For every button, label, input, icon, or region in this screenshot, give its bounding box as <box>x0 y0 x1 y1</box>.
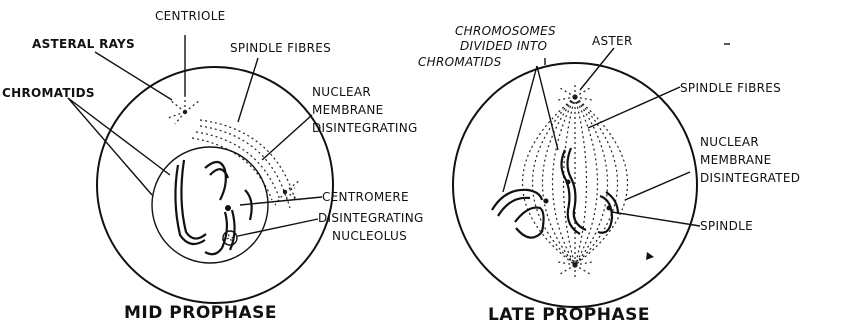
label-chromatids: CHROMATIDS <box>2 86 95 100</box>
label-chromosomes-1: CHROMOSOMES <box>455 24 556 38</box>
leader-chromatids-b <box>68 98 152 195</box>
label-nuclear-membrane-late-2: MEMBRANE <box>700 153 772 167</box>
label-nuclear-membrane-mid-2: MEMBRANE <box>312 103 384 117</box>
label-centriole: CENTRIOLE <box>155 9 226 23</box>
leader-nucleolus <box>238 219 318 236</box>
leader-spindle <box>612 212 700 226</box>
label-nuclear-membrane-mid-1: NUCLEAR <box>312 85 371 99</box>
leader-aster <box>580 48 614 90</box>
label-spindle-fibres-late: SPINDLE FIBRES <box>680 81 781 95</box>
late-upper-aster <box>558 82 592 100</box>
leader-nuclear-membrane-late <box>625 172 690 200</box>
late-prophase-figure: CHROMOSOMES DIVIDED INTO CHROMATIDS ASTE… <box>418 24 800 325</box>
mid-cell-membrane <box>97 67 333 303</box>
label-nuclear-membrane-mid-3: DISINTEGRATING <box>312 121 418 135</box>
mid-chromatid-pair <box>175 160 251 254</box>
label-disintegrating-nucleolus-2: NUCLEOLUS <box>332 229 407 243</box>
leader-chromosomes-b <box>537 66 558 150</box>
scan-mark <box>646 252 654 260</box>
label-chromosomes-3: CHROMATIDS <box>418 55 502 69</box>
leader-nuclear-membrane-mid <box>262 115 312 160</box>
late-spindle <box>523 97 628 265</box>
leader-spindle-fibres-late <box>588 87 680 128</box>
label-asteral-rays: ASTERAL RAYS <box>32 37 135 51</box>
mid-upper-aster <box>168 96 200 124</box>
label-centromere: CENTROMERE <box>322 190 409 204</box>
mid-right-aster <box>275 180 300 208</box>
leader-asteral-rays <box>95 52 172 100</box>
label-nuclear-membrane-late-3: DISINTEGRATED <box>700 171 800 185</box>
label-aster: ASTER <box>592 34 633 48</box>
leader-spindle-fibres-mid <box>238 58 258 122</box>
label-chromosomes-2: DIVIDED INTO <box>460 39 547 53</box>
label-disintegrating-nucleolus-1: DISINTEGRATING <box>318 211 424 225</box>
label-spindle-fibres-mid: SPINDLE FIBRES <box>230 41 331 55</box>
leader-chromatids-a <box>68 98 170 175</box>
label-nuclear-membrane-late-1: NUCLEAR <box>700 135 759 149</box>
caption-late-prophase: LATE PROPHASE <box>488 305 650 325</box>
leader-centromere <box>240 197 322 205</box>
leader-chromosomes-a <box>503 66 537 192</box>
late-lower-aster <box>558 262 592 280</box>
label-spindle: SPINDLE <box>700 219 753 233</box>
mid-prophase-figure: CENTRIOLE ASTERAL RAYS SPINDLE FIBRES CH… <box>2 9 424 323</box>
caption-mid-prophase: MID PROPHASE <box>124 303 277 323</box>
